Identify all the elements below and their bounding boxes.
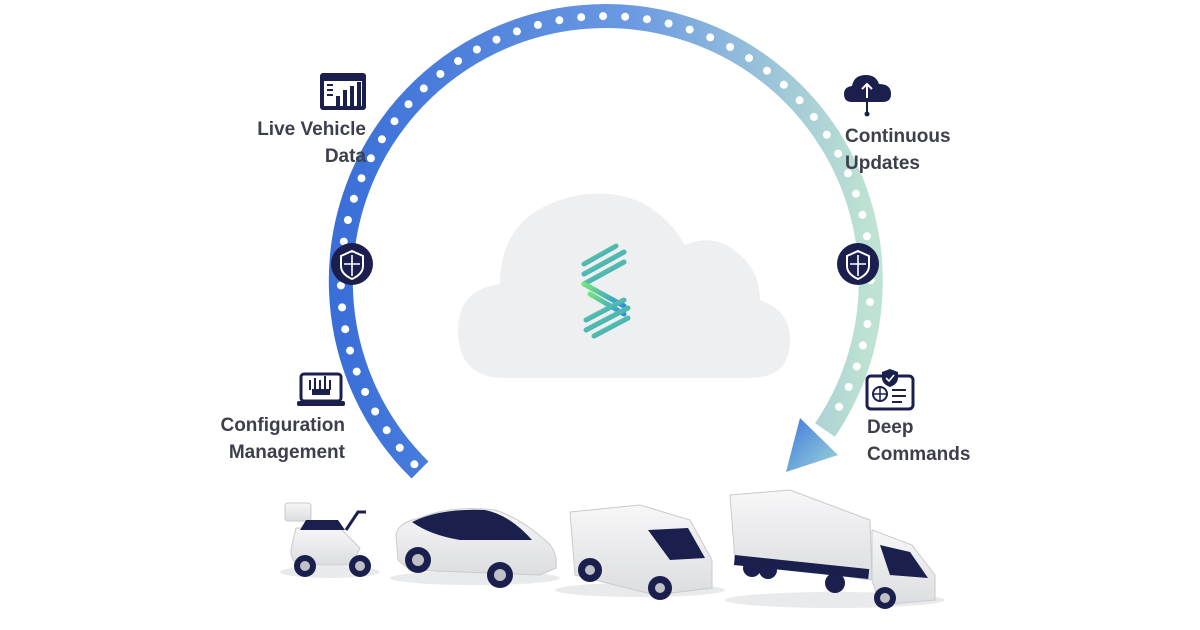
label-line1: Continuous — [845, 126, 951, 147]
arc-dot — [822, 130, 831, 139]
cloud-upload-icon — [844, 75, 891, 117]
arc-dot — [436, 70, 445, 78]
arc-dot — [745, 54, 753, 63]
arc-dot — [371, 407, 380, 416]
arc-dot — [852, 362, 861, 371]
arc-dot — [382, 426, 391, 435]
arc-dot — [599, 12, 608, 21]
arc-dot — [454, 57, 463, 65]
arc-dot — [809, 112, 818, 121]
label-configuration-management: Configuration Management — [190, 412, 345, 466]
arc-dot — [390, 117, 399, 126]
laptop-config-icon — [297, 372, 345, 406]
arc-dot — [866, 298, 874, 307]
arc-dot — [835, 402, 844, 411]
arc-dot — [858, 341, 867, 350]
arc-dot — [339, 237, 348, 246]
cloud-platform-logo-icon — [581, 243, 631, 339]
arc-dot — [863, 232, 871, 241]
shield-node-right — [837, 243, 879, 285]
arc-dot — [410, 460, 419, 469]
label-live-vehicle-data: Live Vehicle Data — [230, 116, 366, 170]
arc-dot — [706, 33, 715, 42]
arc-dot — [512, 27, 521, 36]
arc-dot — [763, 66, 771, 75]
arc-dot — [844, 169, 852, 178]
command-card-icon — [865, 369, 915, 411]
arc-dot — [726, 43, 735, 51]
car — [390, 508, 560, 588]
arc-dot — [779, 80, 788, 89]
arc-dot — [336, 281, 345, 290]
arc-dot — [834, 149, 843, 158]
shield-icon — [846, 249, 870, 281]
vehicles-row — [280, 489, 945, 609]
arc-dot — [852, 189, 860, 198]
arc-dot — [795, 96, 804, 105]
arc-dot — [341, 325, 350, 334]
label-line2: Commands — [867, 444, 971, 465]
arc-dot — [664, 19, 673, 28]
arc-dot — [346, 346, 355, 355]
arc-dot — [844, 383, 853, 391]
arc-dot — [419, 84, 428, 93]
arc-dot — [858, 210, 867, 219]
dashboard-chart-icon — [320, 73, 366, 110]
arc-dots — [336, 12, 875, 469]
arc-dot — [349, 194, 358, 203]
label-continuous-updates: Continuous Updates — [845, 123, 1005, 177]
arc-dot — [338, 303, 347, 312]
label-line2: Updates — [845, 153, 920, 174]
van — [555, 504, 725, 600]
label-line1: Configuration — [220, 415, 345, 436]
arc-dot — [361, 387, 370, 396]
arc-dot — [555, 16, 564, 25]
truck — [725, 489, 945, 609]
label-line2: Data — [324, 146, 366, 167]
arc-dot — [643, 15, 651, 24]
arc-dot — [343, 216, 352, 224]
label-deep-commands: Deep Commands — [867, 414, 1007, 468]
arrow-head — [786, 418, 838, 472]
arc-dot — [404, 100, 413, 109]
arc-dot — [685, 25, 694, 34]
shield-node-left — [331, 243, 373, 285]
arc-dot — [863, 319, 872, 328]
shield-icon — [340, 249, 364, 281]
arc-dot — [472, 45, 481, 54]
arc-dot — [366, 154, 375, 163]
label-line1: Deep — [867, 417, 914, 438]
label-line2: Management — [228, 442, 345, 463]
arc-dot — [492, 35, 501, 44]
arc-dot — [357, 174, 366, 183]
arc-dot — [395, 443, 404, 452]
arc-dot — [533, 20, 542, 29]
arc-dot — [352, 367, 361, 376]
arc-dot — [577, 13, 586, 22]
arc-dot — [621, 12, 630, 21]
scooter — [280, 502, 380, 578]
label-line1: Live Vehicle — [257, 119, 366, 140]
center-cloud — [458, 193, 790, 378]
arc-dot — [377, 135, 386, 144]
